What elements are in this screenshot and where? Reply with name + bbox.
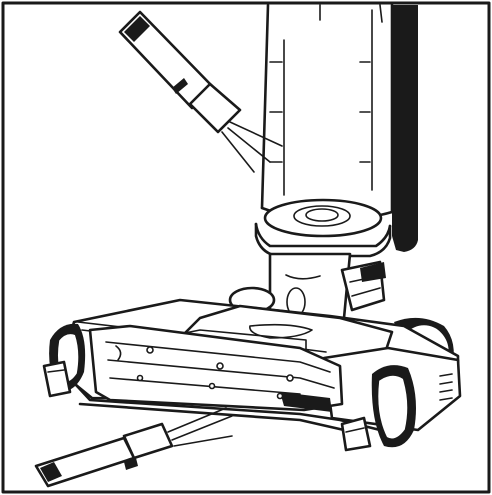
bin-base-cap — [254, 198, 392, 258]
left-end-cap — [42, 323, 86, 398]
brush-tool-lower — [34, 407, 233, 488]
brushroll-cavity — [88, 324, 344, 412]
right-end-cap — [340, 365, 416, 452]
brush-tool-upper — [118, 10, 283, 173]
dust-bin — [260, 3, 418, 252]
